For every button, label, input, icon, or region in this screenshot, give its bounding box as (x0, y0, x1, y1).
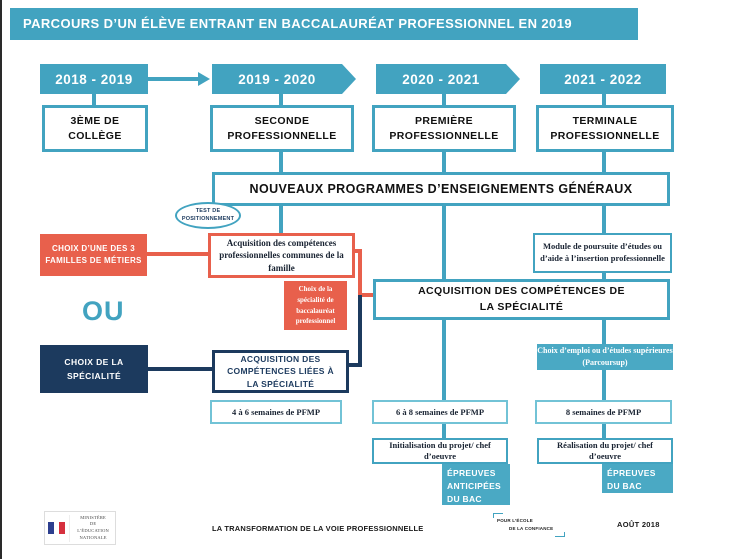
french-flag-icon (48, 522, 66, 534)
projet-terminale-box: Réalisation du projet/ chef d’oeuvre (537, 438, 673, 464)
flag-white (53, 522, 60, 534)
footer-date: AOÛT 2018 (617, 520, 660, 529)
page-left-edge (0, 0, 2, 559)
choix-specialite-bac-box: Choix de la spécialité de baccalauréat p… (284, 281, 347, 330)
connector-navy-elbow-vertical (358, 295, 362, 367)
connector-programmes-acquisition-famille (279, 206, 283, 236)
acquisition-famille-box: Acquisition des compétences professionne… (208, 233, 355, 278)
connector-year3-grade3 (442, 92, 446, 106)
connector-choix-specialite-acquisition (148, 367, 214, 371)
ministry-line1: MINISTÈRE (80, 514, 107, 520)
connector-choix-familles-acquisition (146, 252, 210, 256)
grade-box-terminale: TERMINALE PROFESSIONNELLE (536, 105, 674, 152)
connector-acqspec-pfmp-premiere (442, 318, 446, 402)
connector-acqspec-choix-emploi (602, 318, 606, 346)
ministry-logo: MINISTÈRE DE L’ÉDUCATION NATIONALE (44, 511, 116, 545)
flag-red (59, 522, 66, 534)
programmes-generaux-box: NOUVEAUX PROGRAMMES D’ENSEIGNEMENTS GÉNÉ… (212, 172, 670, 206)
connector-red-elbow-vertical (358, 249, 362, 295)
projet-premiere-box: Initialisation du projet/ chef d’oeuvre (372, 438, 508, 464)
slogan-line1: POUR L’ÉCOLE (497, 518, 533, 523)
ou-label: OU (82, 296, 125, 326)
acquisition-liees-box: ACQUISITION DES COMPÉTENCES LIÉES À LA S… (212, 350, 349, 393)
choix-specialite-box: CHOIX DE LA SPÉCIALITÉ (40, 345, 148, 393)
connector-year2-grade2 (279, 92, 283, 106)
ministry-line2: DE L’ÉDUCATION (77, 521, 109, 533)
connector-grade3-programmes (442, 150, 446, 174)
connector-year4-grade4 (602, 92, 606, 106)
acquisition-specialite-box: ACQUISITION DES COMPÉTENCES DE LA SPÉCIA… (373, 279, 670, 320)
connector-programmes-acquisition-specialite (442, 206, 446, 282)
pfmp-terminale-box: 8 semaines de PFMP (535, 400, 672, 424)
grade-box-seconde: SECONDE PROFESSIONNELLE (210, 105, 354, 152)
bracket-bottom-right (555, 532, 565, 537)
connector-red-elbow-top (353, 249, 362, 253)
ministry-text: MINISTÈRE DE L’ÉDUCATION NATIONALE (69, 514, 112, 542)
module-poursuite-box: Module de poursuite d’études ou d’aide à… (533, 233, 672, 273)
acquisition-specialite-label: ACQUISITION DES COMPÉTENCES DE LA SPÉCIA… (418, 284, 625, 313)
test-positionnement-ellipse: TEST DE POSITIONNEMENT (175, 202, 241, 229)
connector-pfmp-projet-terminale (602, 422, 606, 440)
connector-year1-year2-line (148, 77, 200, 81)
connector-module-acquisition-specialite (602, 271, 606, 282)
connector-grade2-programmes (279, 150, 283, 174)
flag-blue (48, 522, 54, 534)
right-arrow-icon (198, 72, 210, 86)
pour-lecole-logo: POUR L’ÉCOLE DE LA CONFIANCE (493, 513, 565, 537)
connector-navy-elbow-bottom (347, 363, 362, 367)
epreuves-anticipees-box: ÉPREUVES ANTICIPÉES DU BAC (442, 464, 510, 505)
year-box-2021-2022: 2021 - 2022 (540, 64, 666, 94)
choix-emploi-box: Choix d’emploi ou d’études supérieures (… (537, 344, 673, 370)
epreuves-bac-box: ÉPREUVES DU BAC (602, 464, 673, 493)
year-box-2018-2019: 2018 - 2019 (40, 64, 148, 94)
slogan-line2: DE LA CONFIANCE (509, 525, 554, 531)
connector-red-elbow-into-box (358, 293, 375, 297)
connector-programmes-module (602, 206, 606, 236)
connector-year1-grade1 (92, 92, 96, 106)
grade-box-premiere: PREMIÈRE PROFESSIONNELLE (372, 105, 516, 152)
connector-choix-emploi-pfmp-terminale (602, 368, 606, 402)
title-banner: PARCOURS D’UN ÉLÈVE ENTRANT EN BACCALAUR… (10, 8, 638, 40)
bracket-top-left (493, 513, 503, 518)
ministry-line3: NATIONALE (79, 534, 107, 540)
pfmp-seconde-box: 4 à 6 semaines de PFMP (210, 400, 342, 424)
choix-familles-box: CHOIX D’UNE DES 3 FAMILLES DE MÉTIERS (40, 234, 147, 276)
connector-pfmp-projet-premiere (442, 422, 446, 440)
connector-grade4-programmes (602, 150, 606, 174)
footer-center-text: LA TRANSFORMATION DE LA VOIE PROFESSIONN… (212, 524, 424, 533)
grade-box-college: 3ÈME DE COLLÈGE (42, 105, 148, 152)
year-box-2019-2020: 2019 - 2020 (212, 64, 356, 94)
year-box-2020-2021: 2020 - 2021 (376, 64, 520, 94)
pfmp-premiere-box: 6 à 8 semaines de PFMP (372, 400, 508, 424)
